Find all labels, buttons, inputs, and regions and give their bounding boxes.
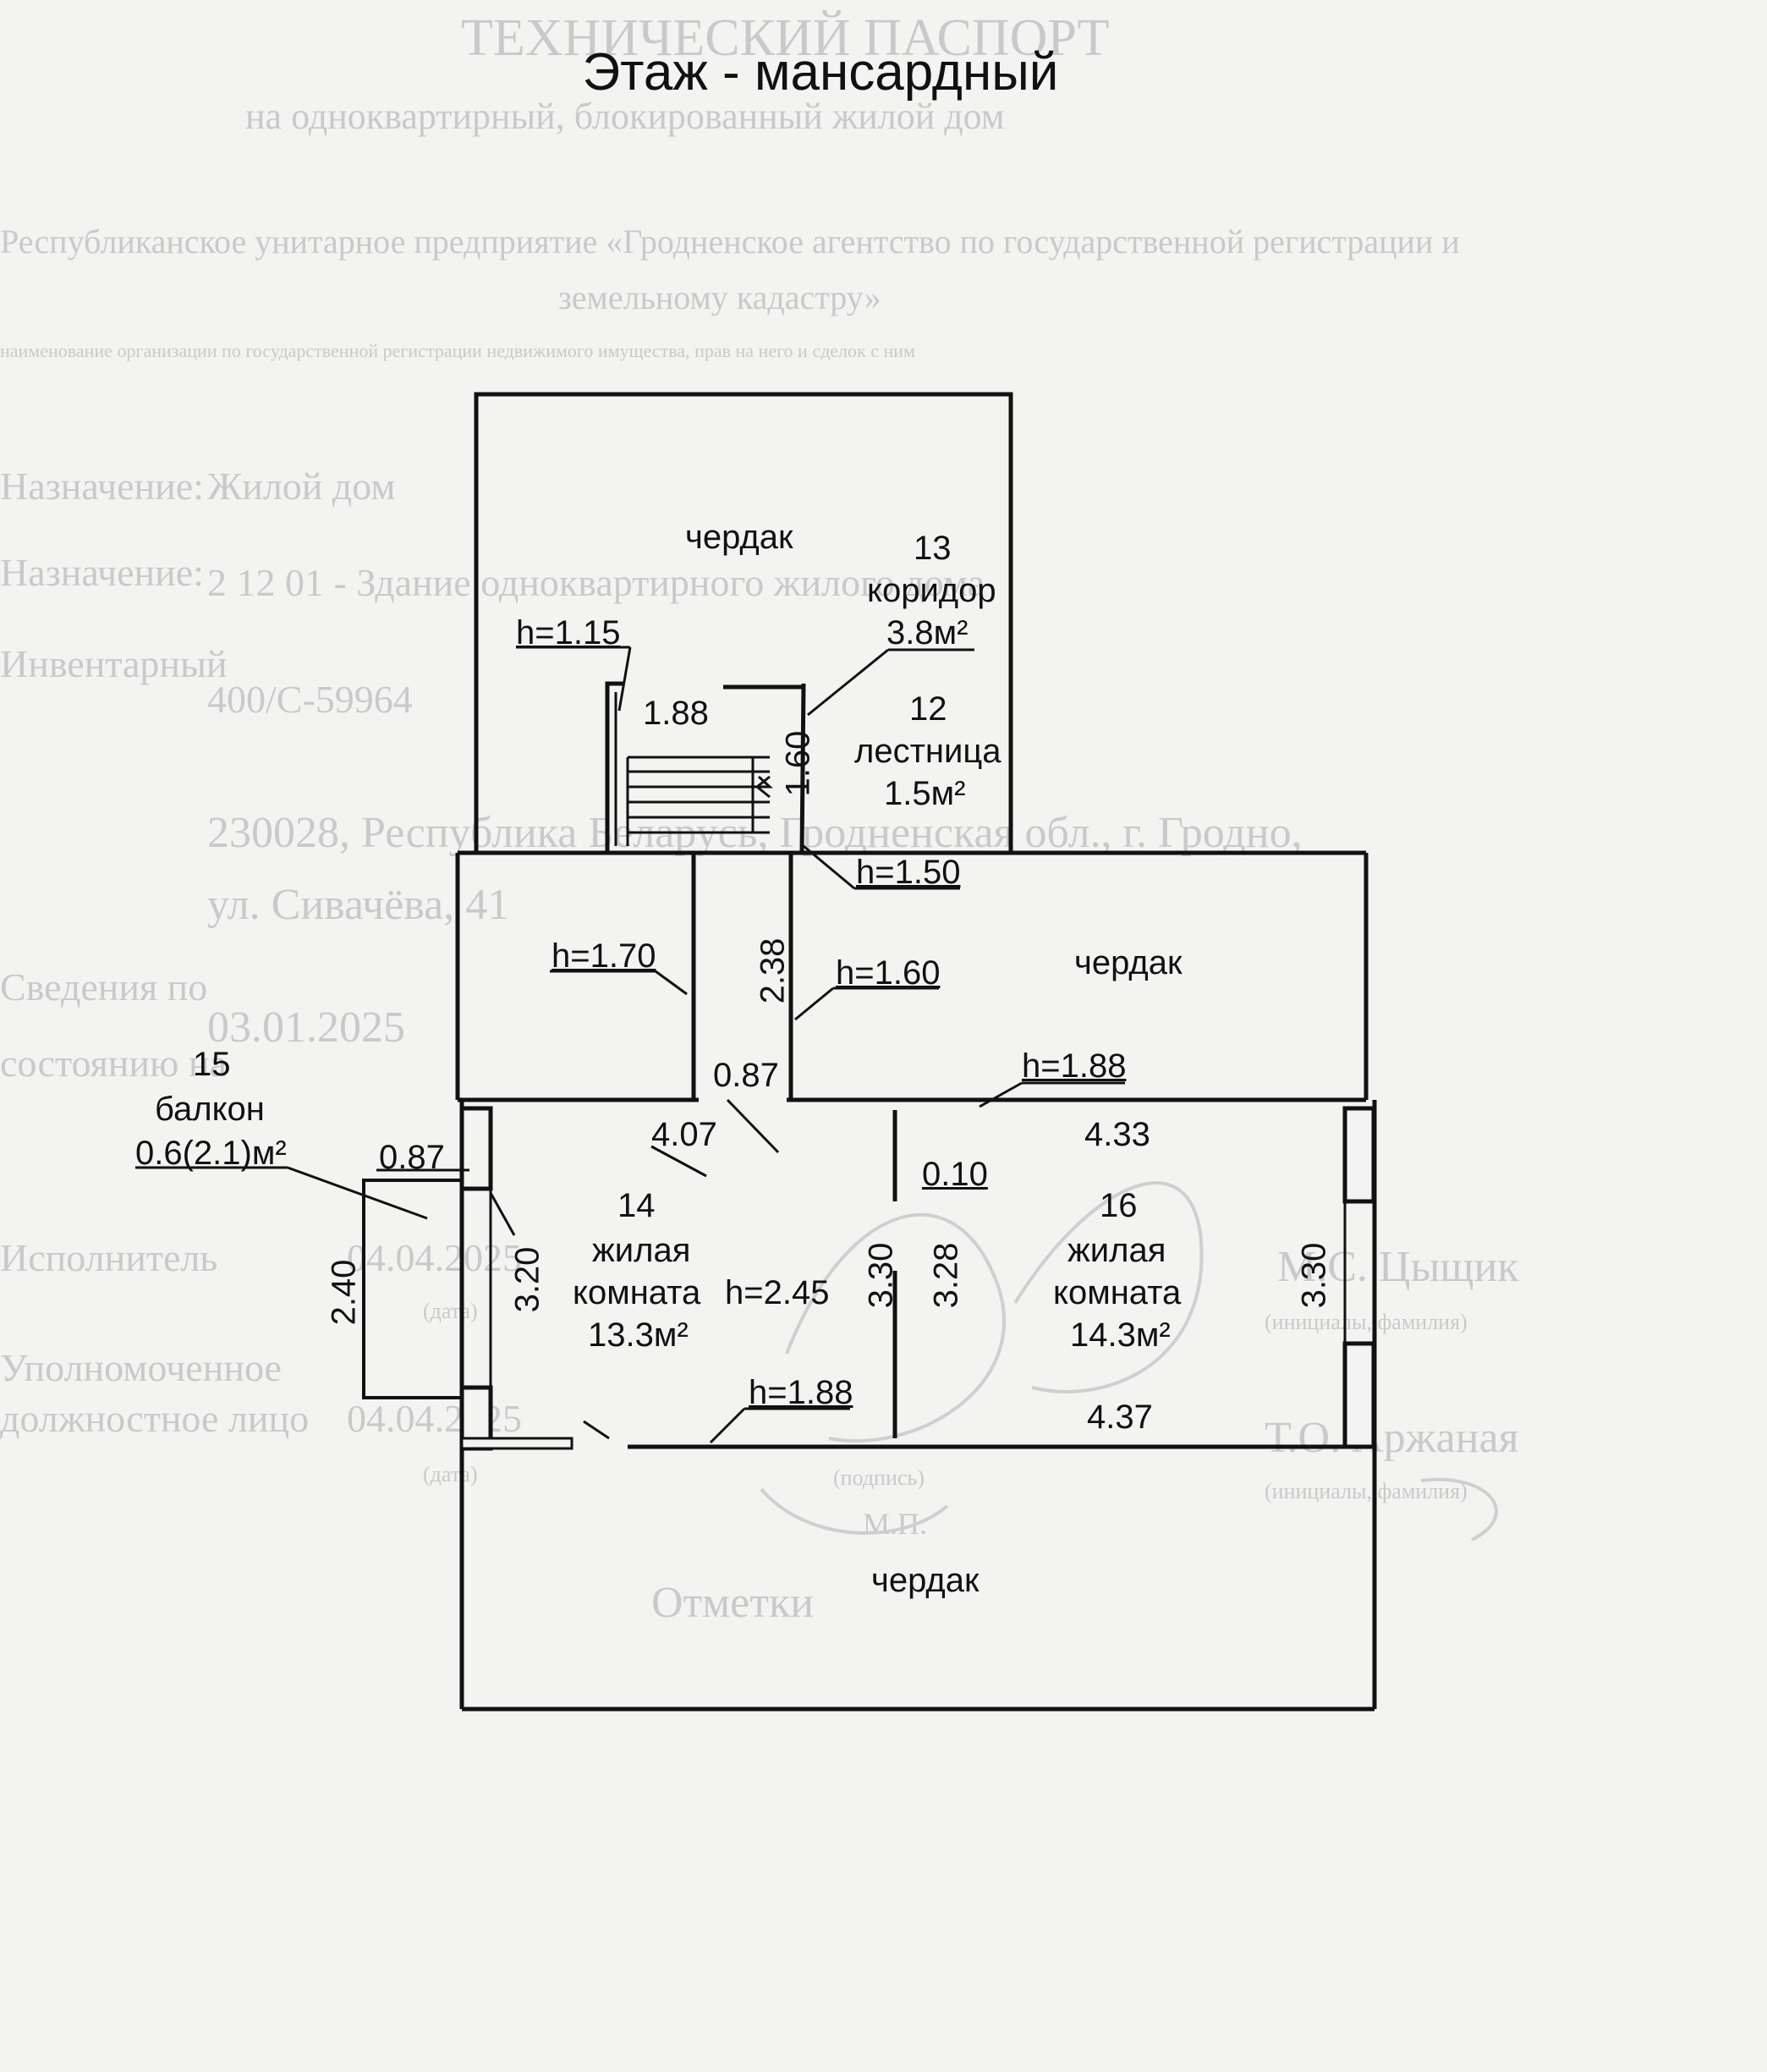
ghost-field-3-value: 400/С-59964 <box>207 678 413 721</box>
ghost-field-2-value: 2 12 01 - Здание одноквартирного жилого … <box>207 561 985 604</box>
height-label: h=1.88 <box>1022 1047 1127 1085</box>
top-attic-outline <box>474 392 1013 855</box>
ghost-notes: Отметки <box>651 1579 815 1627</box>
room-attic-bottom: чердак <box>871 1562 980 1599</box>
dimension-label: 1.60 <box>779 730 817 797</box>
ghost-org-1: Республиканское унитарное предприятие «Г… <box>0 223 1460 261</box>
ghost-field-1: Назначение: <box>0 464 204 508</box>
dimension-label: 1.88 <box>643 695 709 732</box>
leader-lines <box>135 646 1125 1444</box>
ghost-sign-1-date: 04.04.2025 <box>347 1236 522 1279</box>
ghost-org-2: земельному кадастру» <box>558 278 881 316</box>
stair-left-wall <box>605 681 624 853</box>
height-label: h=1.60 <box>836 954 941 992</box>
room-attic-right: чердак <box>1074 944 1183 981</box>
ghost-subtitle: на одноквартирный, блокированный жилой д… <box>245 96 1005 137</box>
room-13-name: коридор <box>867 572 996 609</box>
room-12-name: лестница <box>854 733 1001 770</box>
height-label: h=2.45 <box>725 1274 830 1311</box>
stair-right-wall <box>799 683 806 854</box>
ghost-sign-1-name: М.С. Цыщик <box>1277 1243 1519 1291</box>
door-sill-left <box>460 1437 573 1450</box>
room-14-area: 13.3м² <box>588 1316 689 1354</box>
balcony <box>362 1179 462 1399</box>
dimension-label: 2.40 <box>325 1259 363 1326</box>
dimension-label: 2.38 <box>754 937 792 1004</box>
page-title: Этаж - мансардный <box>582 43 1059 102</box>
height-label: h=1.15 <box>516 614 621 651</box>
wall-block-right-upper <box>1342 1106 1376 1204</box>
dimension-label: 0.87 <box>379 1139 445 1176</box>
room-12-number: 12 <box>909 690 947 728</box>
ghost-date-label-1: Сведения по <box>0 965 208 1009</box>
wall-block-right-lower <box>1342 1341 1376 1449</box>
ghost-org-caption: наименование организации по государствен… <box>0 340 915 361</box>
ghost-sign-1-name-caption: (инициалы, фамилия) <box>1265 1310 1468 1334</box>
dimension-label: 3.20 <box>508 1246 546 1313</box>
dimension-label: 4.07 <box>651 1116 717 1153</box>
wall-block-left-upper <box>459 1106 493 1191</box>
height-label: h=1.88 <box>749 1374 853 1411</box>
dimension-label: 3.30 <box>862 1242 900 1309</box>
dimension-label: 0.87 <box>713 1057 779 1094</box>
room-14-number: 14 <box>617 1187 656 1224</box>
window-right <box>1343 1200 1375 1345</box>
ghost-sign-2-name: Т.О. Аржаная <box>1265 1414 1519 1462</box>
ghost-sign-2-sign-caption: (подпись) <box>833 1465 925 1490</box>
room-16-number: 16 <box>1100 1187 1138 1224</box>
room-16-name-2: комната <box>1053 1274 1182 1311</box>
ghost-signature <box>760 1181 1498 1542</box>
ghost-sign-2-label-1: Уполномоченное <box>0 1346 282 1389</box>
ghost-field-2: Назначение: <box>0 551 204 594</box>
window-left <box>460 1187 492 1389</box>
height-label: h=1.70 <box>552 937 656 975</box>
room-12-area: 1.5м² <box>884 775 966 812</box>
ghost-sign-2-label-2: должностное лицо <box>0 1397 310 1440</box>
ghost-title: ТЕХНИЧЕСКИЙ ПАСПОРТ <box>461 9 1110 67</box>
dimension-label: 4.37 <box>1087 1399 1153 1436</box>
room-16-name-1: жилая <box>1067 1232 1166 1269</box>
ghost-sign-1-date-caption: (дата) <box>423 1299 478 1323</box>
room-15-area: 0.6(2.1)м² <box>135 1135 287 1172</box>
dimension-label: 3.28 <box>927 1242 965 1309</box>
room-attic-top: чердак <box>685 519 793 556</box>
dimension-label: 4.33 <box>1084 1116 1150 1153</box>
stair-arrow <box>755 775 773 789</box>
staircase <box>614 692 773 846</box>
ghost-sign-1-label: Исполнитель <box>0 1236 218 1279</box>
ghost-sign-2-name-caption: (инициалы, фамилия) <box>1265 1479 1468 1503</box>
ghost-date-value: 03.01.2025 <box>207 1003 405 1052</box>
room-15-number: 15 <box>193 1046 231 1083</box>
room-13-area: 3.8м² <box>886 614 969 651</box>
room-16-area: 14.3м² <box>1070 1316 1171 1354</box>
ghost-field-1-value: Жилой дом <box>207 464 396 508</box>
room-13-number: 13 <box>914 530 952 567</box>
ghost-sign-2-date-caption: (дата) <box>423 1462 478 1487</box>
room-14-name-2: комната <box>573 1274 701 1311</box>
ghost-date-label-2: состоянию на <box>0 1041 227 1085</box>
wall-blocks <box>459 1106 1376 1451</box>
height-label: h=1.50 <box>856 854 961 891</box>
room-15-name: балкон <box>155 1091 265 1128</box>
dimension-label: 0.10 <box>922 1156 988 1193</box>
dimension-label: 3.30 <box>1295 1242 1333 1309</box>
room-14-name-1: жилая <box>592 1232 691 1269</box>
ghost-field-3: Инвентарный <box>0 642 228 685</box>
